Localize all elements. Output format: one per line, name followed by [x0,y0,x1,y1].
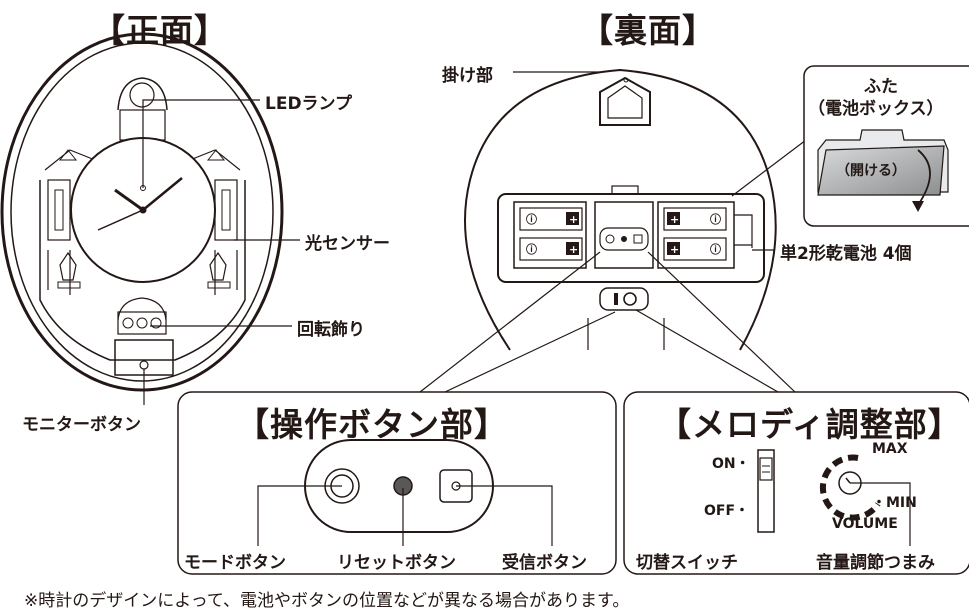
front-clock [0,32,284,392]
svg-text:+: + [569,243,578,256]
label-led-lamp: LEDランプ [265,94,353,114]
label-receive-button: 受信ボタン [502,553,587,573]
melody-panel-title: 【メロディ調整部】 [658,405,962,444]
svg-text:ⓘ: ⓘ [710,242,721,256]
label-rotating-ornament: 回転飾り [297,320,365,340]
label-hanger: 掛け部 [442,66,493,86]
label-volume-knob: 音量調節つまみ [816,553,935,573]
svg-text:ⓘ: ⓘ [526,212,537,226]
svg-text:+: + [670,213,679,226]
svg-text:+: + [569,213,578,226]
footnote: ※時計のデザインによって、電池やボタンの位置などが異なる場合があります。 [24,591,630,611]
label-volume: VOLUME [832,516,898,532]
svg-text:+: + [670,243,679,256]
label-on: ON・ [712,456,750,472]
label-switch: 切替スイッチ [636,553,738,573]
back-leader-lines [419,71,807,393]
front-title: 【正面】 [92,11,228,50]
front-leader-lines [142,99,300,405]
label-battery-box: （電池ボックス） [808,99,944,119]
operation-panel-graphics [177,391,617,575]
battery-terminals: + ⓘ + ⓘ + ⓘ + ⓘ [526,212,721,306]
label-batteries: 単2形乾電池 4個 [780,244,912,264]
label-min: ・MIN [872,495,917,511]
svg-text:ⓘ: ⓘ [526,242,537,256]
label-cover: ふた [864,77,898,97]
label-open: （開ける） [836,163,906,179]
back-clock [464,68,777,351]
label-max: MAX [872,441,908,457]
back-title: 【裏面】 [580,11,716,50]
cover-callout [803,65,969,227]
label-monitor-button: モニターボタン [22,415,141,435]
label-reset-button: リセットボタン [337,553,456,573]
operation-panel-title: 【操作ボタン部】 [236,405,508,444]
svg-text:ⓘ: ⓘ [710,212,721,226]
melody-panel-graphics [623,391,969,575]
label-light-sensor: 光センサー [305,234,390,254]
label-mode-button: モードボタン [184,553,286,573]
label-off: OFF・ [704,503,750,519]
